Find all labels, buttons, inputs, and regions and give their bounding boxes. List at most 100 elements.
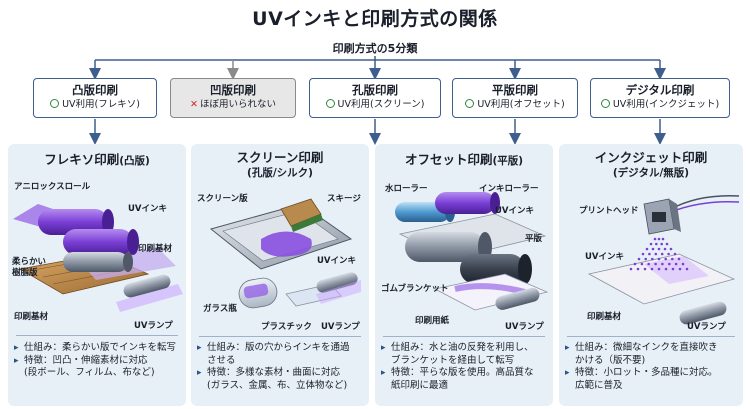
label-uv-ink: UVインキ xyxy=(585,252,624,262)
ink-droplet xyxy=(660,252,664,256)
category-name: デジタル印刷 xyxy=(625,83,695,97)
label-uv-lamp: UVランプ xyxy=(505,322,544,332)
panel-flexo: フレキソ印刷(凸版) アニロック xyxy=(8,144,186,406)
label-plate: 平版 xyxy=(525,234,543,244)
ink-droplet xyxy=(661,237,665,241)
label-ink-roller: インキローラー xyxy=(479,184,539,194)
ink-droplet xyxy=(668,262,671,266)
ink-droplet xyxy=(637,257,641,261)
desc-item: 特徴：小ロット・多品種に対応。 xyxy=(565,367,741,380)
category-status: UV利用(オフセット) xyxy=(453,98,577,112)
ink-droplet xyxy=(654,252,658,256)
label-uv-ink: UVインキ xyxy=(495,206,534,216)
ink-droplet xyxy=(660,242,663,246)
inkjet-description: 仕組み：微細なインクを直接吹き かける（版不要) 特徴：小ロット・多品種に対応。… xyxy=(565,342,741,392)
ink-droplet xyxy=(641,252,645,256)
offset-illustration xyxy=(395,192,549,311)
inkjet-illustration xyxy=(587,195,740,325)
ink-droplet xyxy=(667,252,670,256)
desc-item: 特徴：多様な素材・曲面に対応 xyxy=(197,367,367,380)
divider xyxy=(199,336,361,337)
panel-subtitle: (デジタル/無版) xyxy=(612,167,690,179)
circle-icon xyxy=(50,99,60,108)
desc-item: (ガラス、金属、布、立体物など) xyxy=(207,379,348,391)
ink-droplet xyxy=(647,262,650,266)
label-plastic: プラスチック xyxy=(261,322,312,332)
ink-droplet xyxy=(653,237,657,241)
desc-item: かける（版不要) xyxy=(575,354,646,366)
ink-droplet xyxy=(681,262,685,266)
ink-droplet xyxy=(671,267,675,271)
desc-item: 仕組み：水と油の反発を利用し、 xyxy=(381,342,553,355)
ink-droplet xyxy=(677,257,681,261)
ink-droplets xyxy=(629,237,689,271)
category-name: 孔版印刷 xyxy=(352,83,398,97)
screen-illustration xyxy=(209,198,361,309)
label-screen-plate: スクリーン版 xyxy=(197,194,248,204)
desc-item: ブランケットを経由して転写 xyxy=(391,354,515,366)
ink-droplet xyxy=(664,267,668,271)
desc-item: (段ボール、フィルム、布など) xyxy=(24,367,155,378)
ink-droplet xyxy=(629,267,633,271)
ink-droplet xyxy=(650,267,654,271)
panel-offset: オフセット印刷(平版) 水ローラー インキローラー UVインキ 平版 ゴムブラン… xyxy=(375,144,553,406)
ink-droplet xyxy=(655,242,658,246)
label-blanket: ゴムブランケット xyxy=(381,284,449,294)
category-name: 凸版印刷 xyxy=(72,83,118,97)
label-glass: ガラス瓶 xyxy=(203,304,237,314)
label-paper: 印刷用紙 xyxy=(415,316,450,326)
ink-droplet xyxy=(661,262,664,266)
ink-droplet xyxy=(645,247,649,251)
desc-item: 仕組み：版の穴からインキを通過 xyxy=(197,342,367,355)
panel-title: オフセット印刷(平版) xyxy=(404,152,524,167)
desc-item: 広範に普及 xyxy=(575,379,623,391)
ink-droplet xyxy=(664,257,667,261)
ink-droplet xyxy=(654,262,657,266)
category-intaglio: 凹版印刷 ✕ほぼ用いられない xyxy=(170,78,296,118)
category-digital: デジタル印刷 UV利用(インクジェット) xyxy=(590,78,730,118)
label-uv-lamp: UVランプ xyxy=(321,322,360,332)
cross-icon: ✕ xyxy=(190,99,198,110)
ink-droplet xyxy=(673,252,677,256)
category-name: 平版印刷 xyxy=(492,83,538,97)
label-base: 印刷基材 xyxy=(14,312,49,322)
desc-item: 特徴：凹凸・伸縮素材に対応 xyxy=(14,355,184,368)
ink-droplet xyxy=(685,267,689,271)
ink-droplet xyxy=(657,257,661,261)
ink-droplet xyxy=(648,252,651,256)
offset-description: 仕組み：水と油の反発を利用し、 ブランケットを経由して転写 特徴：平らな版を使用… xyxy=(381,342,553,392)
category-relief: 凸版印刷 UV利用(フレキソ) xyxy=(33,78,157,118)
subtitle: 印刷方式の5分類 xyxy=(315,40,435,56)
ink-droplet xyxy=(674,262,678,266)
category-status: ✕ほぼ用いられない xyxy=(190,99,276,110)
ink-droplet xyxy=(657,267,661,271)
category-status: UV利用(フレキソ) xyxy=(34,98,156,112)
circle-icon xyxy=(600,99,610,108)
ink-droplet xyxy=(657,247,661,251)
ink-droplet xyxy=(633,262,637,266)
category-status: UV利用(スクリーン) xyxy=(310,98,440,112)
label-uv-lamp: UVランプ xyxy=(134,321,173,331)
divider xyxy=(567,336,735,337)
label-substrate: 印刷基材 xyxy=(587,312,622,322)
label-uv-ink: UVインキ xyxy=(128,204,167,214)
ink-droplet xyxy=(643,267,647,271)
desc-item: 紙印刷に最適 xyxy=(391,379,449,391)
panel-title: フレキソ印刷(凸版) xyxy=(44,152,150,167)
label-water-roller: 水ローラー xyxy=(385,184,428,194)
category-stencil: 孔版印刷 UV利用(スクリーン) xyxy=(309,78,441,118)
divider xyxy=(16,335,178,336)
panel-title: スクリーン印刷 xyxy=(236,150,324,165)
ink-droplet xyxy=(669,247,673,251)
label-uv-lamp: UVランプ xyxy=(687,322,726,332)
panel-title: インクジェット印刷 xyxy=(594,150,708,165)
category-planographic: 平版印刷 UV利用(オフセット) xyxy=(452,78,578,118)
divider xyxy=(383,336,545,337)
label-squeegee: スキージ xyxy=(327,194,361,204)
label-plate: 柔らかい樹脂版 xyxy=(12,257,47,278)
label-substrate: 印刷基材 xyxy=(138,244,173,254)
panel-inkjet: インクジェット印刷 (デジタル/無版) プリントヘッド UVインキ 印刷基材 U… xyxy=(559,144,743,406)
flexo-description: 仕組み：柔らかい版でインキを転写 特徴：凹凸・伸縮素材に対応 (段ボール、フィル… xyxy=(14,342,184,380)
category-name: 凹版印刷 xyxy=(210,83,256,97)
